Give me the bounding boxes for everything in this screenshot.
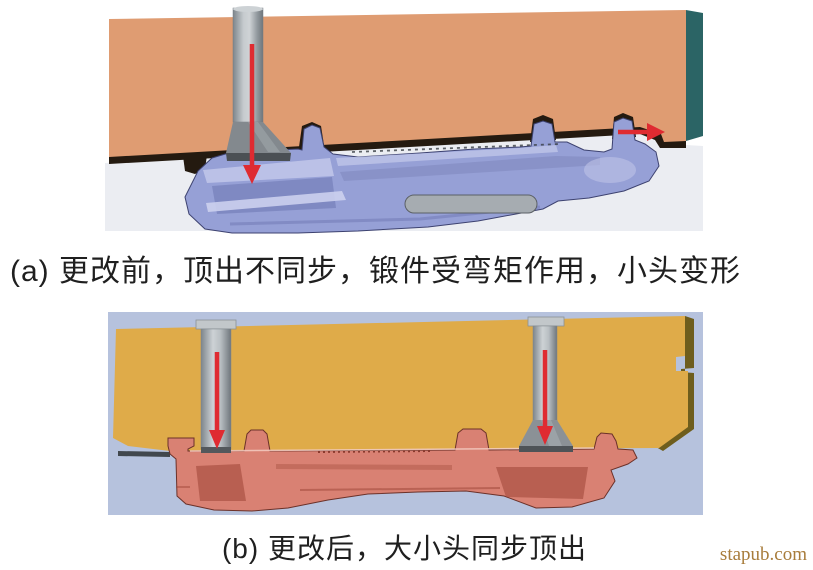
die-seam-line-b — [118, 451, 170, 457]
lower-insert-a — [404, 194, 538, 214]
watermark: stapub.com — [719, 544, 807, 565]
caption-a: (a) 更改前，顶出不同步，锻件受弯矩作用，小头变形 — [10, 255, 741, 288]
figure-a-svg — [105, 6, 703, 234]
upper-die-block-b — [113, 316, 688, 451]
stamp-marks-b — [317, 450, 433, 453]
figure-b-svg — [108, 312, 703, 515]
forging-b — [167, 428, 638, 512]
figure-a-render — [99, 0, 709, 238]
figure-b-render — [104, 309, 705, 518]
ejection-arrow-down-b-right-icon — [537, 350, 553, 445]
ejection-arrow-down-a-icon — [243, 44, 261, 184]
ejector-pin-a — [226, 6, 291, 161]
ejection-arrow-down-b-left-icon — [209, 352, 225, 449]
bending-arrow-right-a-icon — [618, 123, 665, 141]
caption-b: (b) 更改后，大小头同步顶出 — [221, 533, 587, 564]
die-side-face-a — [686, 10, 703, 141]
